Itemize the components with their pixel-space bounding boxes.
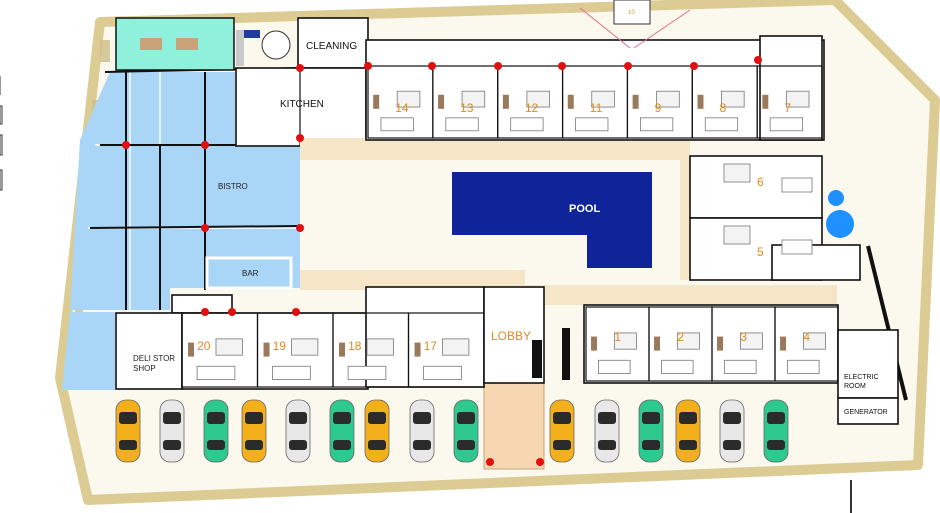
room-number: 5 xyxy=(757,245,764,259)
guest-room: 14 xyxy=(367,65,434,139)
room-number: 14 xyxy=(395,101,409,115)
room-number: 1 xyxy=(614,330,621,344)
legend-marks xyxy=(0,76,3,191)
room-number: 12 xyxy=(525,101,539,115)
guest-room: 6 xyxy=(723,163,813,193)
walkways xyxy=(300,138,837,470)
lobby-label: LOBBY xyxy=(491,329,531,343)
guest-room: 13 xyxy=(432,65,499,139)
parked-car xyxy=(159,399,185,463)
lobby-block xyxy=(483,286,570,384)
parked-car xyxy=(115,399,141,463)
service-block xyxy=(235,17,369,147)
column-markers xyxy=(122,56,762,466)
room-number: 7 xyxy=(784,101,791,115)
parking-lot xyxy=(115,399,789,463)
parked-car xyxy=(719,399,745,463)
deli-label-line1: DELI STOR xyxy=(133,354,175,363)
guest-room: 5 xyxy=(723,225,813,259)
terrace xyxy=(115,17,291,71)
guest-room: 9 xyxy=(626,65,693,139)
bar-label: BAR xyxy=(242,269,259,278)
guest-room: 8 xyxy=(691,65,758,139)
room-number: 18 xyxy=(348,339,362,353)
electric-label-line2: ROOM xyxy=(844,383,866,390)
parked-car xyxy=(549,399,575,463)
pool xyxy=(452,172,652,268)
room-number: 11 xyxy=(590,101,603,115)
deli-label-line2: SHOP xyxy=(133,364,156,373)
round-tanks xyxy=(826,190,908,401)
room-number: 8 xyxy=(720,101,727,115)
room-number: 13 xyxy=(460,101,474,115)
generator-label: GENERATOR xyxy=(844,409,888,416)
cleaning-label: CLEANING xyxy=(306,41,357,52)
top-small-label: 10 xyxy=(628,10,635,16)
guest-room: 11 xyxy=(561,65,629,139)
bottom-left-block xyxy=(115,286,485,390)
parked-car xyxy=(364,399,390,463)
pool-label: POOL xyxy=(569,203,600,215)
room-number: 4 xyxy=(803,330,810,344)
room-number: 17 xyxy=(424,339,438,353)
top-small-building xyxy=(579,0,691,49)
parked-car xyxy=(329,399,355,463)
bistro-label: BISTRO xyxy=(218,182,248,191)
room-number: 19 xyxy=(273,339,287,353)
room-number: 6 xyxy=(757,175,764,189)
room-number: 3 xyxy=(740,330,747,344)
bar-counter xyxy=(205,256,293,290)
guest-room: 3 xyxy=(711,306,776,382)
guest-room: 18 xyxy=(332,312,410,388)
guest-room: 1 xyxy=(585,306,650,382)
kitchen-label: KITCHEN xyxy=(280,99,324,110)
parked-car xyxy=(203,399,229,463)
parked-car xyxy=(241,399,267,463)
electric-label-line1: ELECTRIC xyxy=(844,374,879,381)
parked-car xyxy=(285,399,311,463)
room-number: 20 xyxy=(197,339,211,353)
parked-car xyxy=(638,399,664,463)
parked-car xyxy=(763,399,789,463)
room-number: 2 xyxy=(677,330,684,344)
room-number: 9 xyxy=(655,101,662,115)
parked-car xyxy=(594,399,620,463)
guest-room: 7 xyxy=(756,65,823,139)
guest-room: 4 xyxy=(774,306,839,382)
parked-car xyxy=(409,399,435,463)
parked-car xyxy=(453,399,479,463)
guest-room: 2 xyxy=(648,306,713,382)
parked-car xyxy=(675,399,701,463)
